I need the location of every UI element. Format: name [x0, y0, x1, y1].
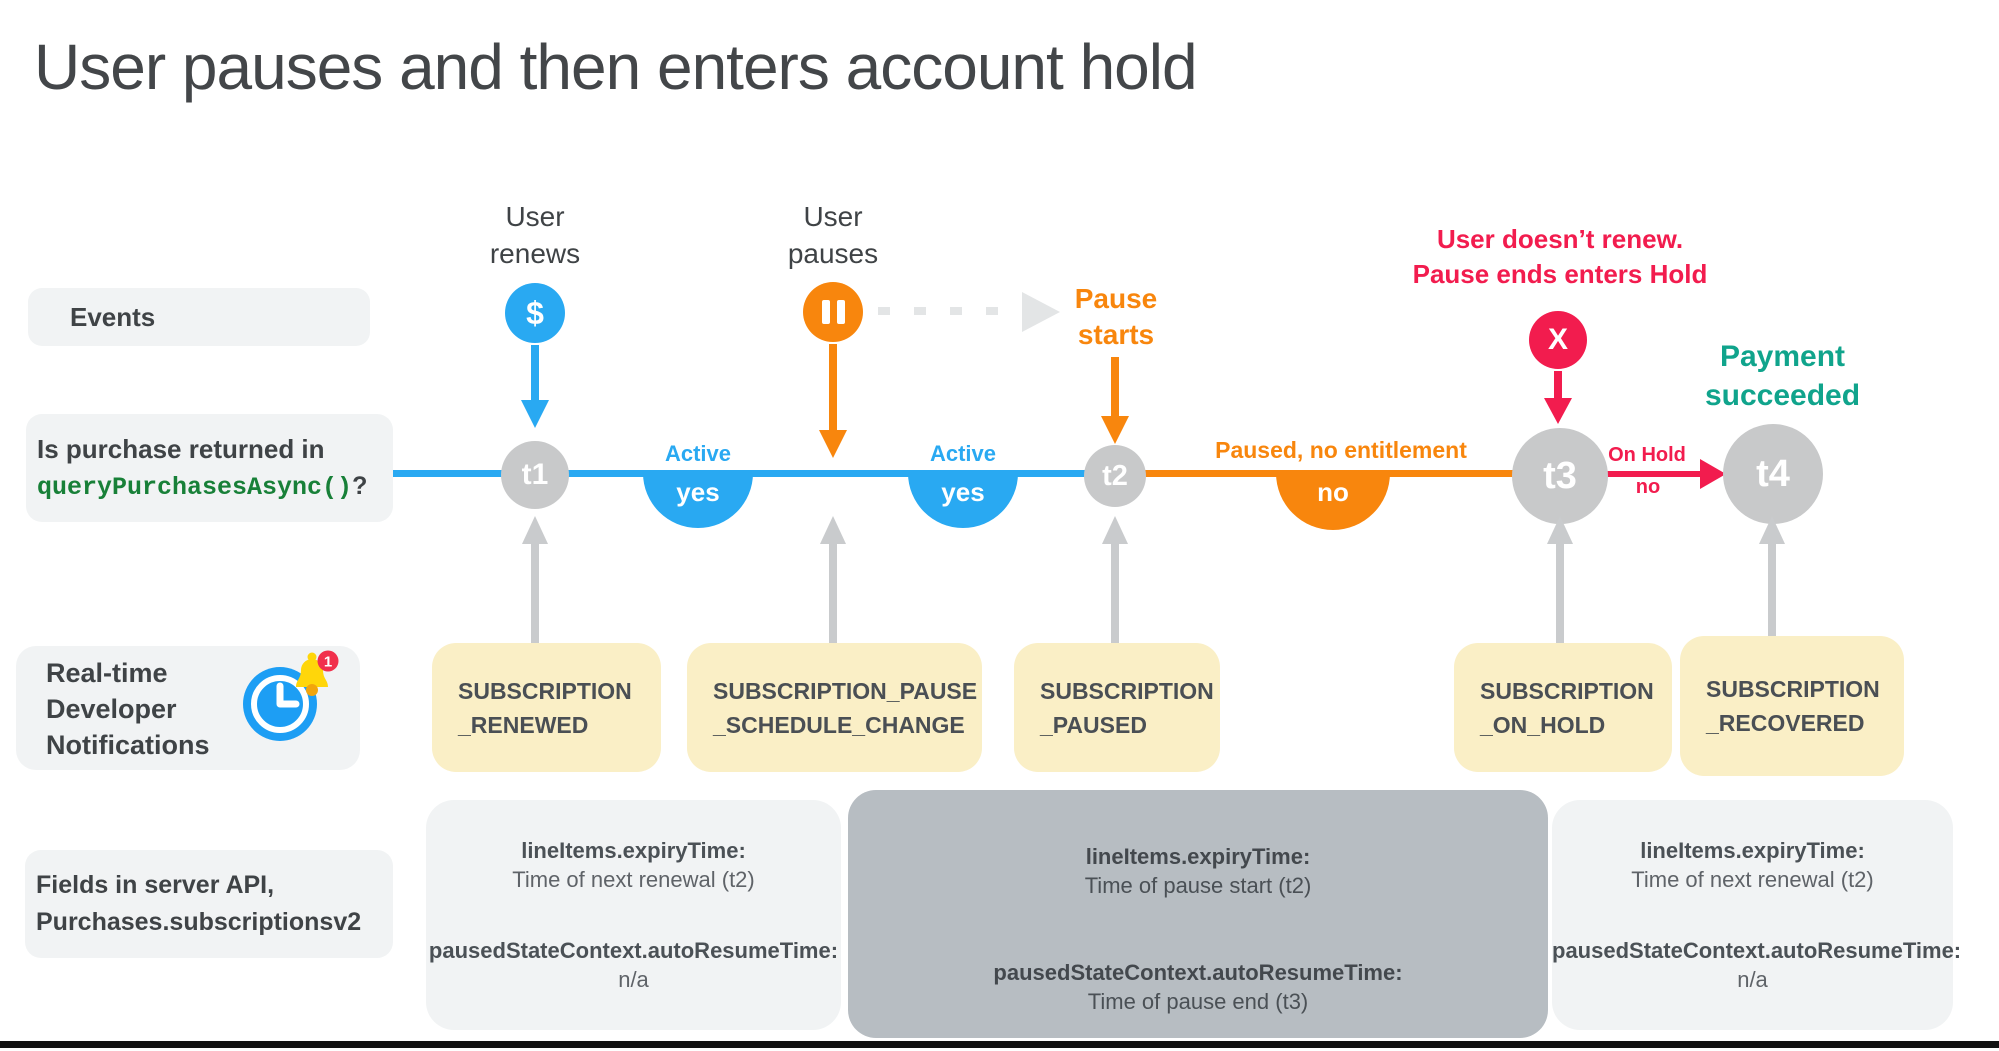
- status-onhold-no: no: [1635, 476, 1661, 498]
- timeline-node-t3: t3: [1512, 428, 1608, 524]
- field-value: n/a: [618, 967, 649, 992]
- status-paused: Paused, no entitlement: [1215, 437, 1467, 463]
- fields-label-line2: Purchases.subscriptionsv2: [36, 908, 362, 936]
- rtdn-label-line1: Real-time: [46, 658, 168, 688]
- pause-starts-arrow-shaft: [1111, 357, 1119, 416]
- rtdn-box-paused: SUBSCRIPTION _PAUSED: [1014, 643, 1220, 772]
- field-group: lineItems.expiryTime: Time of pause star…: [848, 842, 1548, 900]
- field-label: pausedStateContext.autoResumeTime:: [1552, 938, 1962, 963]
- field-label: pausedStateContext.autoResumeTime:: [993, 960, 1403, 985]
- query-purchases-code: queryPurchasesAsync(): [37, 473, 353, 502]
- rtdn-box-pause-schedule-change: SUBSCRIPTION_PAUSE _SCHEDULE_CHANGE: [687, 643, 982, 772]
- bottom-border-line: [0, 1041, 1999, 1048]
- rtdn-up-arrow-shaft: [1768, 543, 1776, 648]
- api-fields-box-recovered: lineItems.expiryTime: Time of next renew…: [1552, 800, 1962, 1030]
- rtdn-label-line3: Notifications: [46, 730, 210, 760]
- renew-arrow-shaft: [531, 345, 539, 400]
- field-value: Time of next renewal (t2): [1631, 867, 1874, 892]
- rtdn-label: Real-time Developer Notifications: [46, 655, 210, 763]
- dollar-icon: $: [505, 283, 565, 343]
- api-fields-box-paused: lineItems.expiryTime: Time of pause star…: [848, 790, 1548, 1038]
- purchase-question-line2: queryPurchasesAsync()?: [37, 472, 367, 502]
- rtdn-label-line2: Developer: [46, 694, 177, 724]
- hold-arrow-icon: [1544, 398, 1572, 424]
- field-value: Time of pause end (t3): [1087, 989, 1309, 1014]
- rtdn-up-arrow-shaft: [829, 543, 837, 648]
- field-value: Time of pause start (t2): [1084, 873, 1312, 898]
- rtdn-up-arrow-icon: [1759, 516, 1785, 544]
- timeline-segment-onhold: [1588, 471, 1700, 477]
- status-yes-2: yes: [908, 473, 1018, 528]
- pause-starts-arrow-icon: [1101, 416, 1129, 444]
- rtdn-up-arrow-shaft: [1111, 543, 1119, 648]
- hold-arrow-shaft: [1554, 371, 1562, 398]
- rtdn-up-arrow-shaft: [1556, 543, 1564, 648]
- field-label: lineItems.expiryTime:: [1640, 838, 1865, 863]
- timeline-node-t2: t2: [1084, 445, 1146, 507]
- purchase-question-line1: Is purchase returned in: [37, 434, 325, 464]
- payment-succeeded-label: Payment succeeded: [1704, 340, 1861, 412]
- status-active-1: Active: [664, 441, 732, 466]
- timeline-node-t4: t4: [1723, 424, 1823, 524]
- rtdn-box-renewed: SUBSCRIPTION _RENEWED: [432, 643, 661, 772]
- pause-icon: [803, 282, 863, 342]
- timeline-segment-active: [393, 470, 1115, 477]
- notification-badge: 1: [317, 650, 339, 672]
- rtdn-clock-icon: 1: [243, 650, 339, 741]
- rtdn-up-arrow-icon: [1102, 516, 1128, 544]
- status-onhold: On Hold: [1608, 444, 1686, 466]
- onhold-arrow-icon: [1700, 459, 1726, 489]
- field-group: pausedStateContext.autoResumeTime: Time …: [848, 958, 1548, 1016]
- events-label: Events: [70, 301, 156, 332]
- user-renews-label: User renews: [489, 201, 581, 269]
- pause-starts-label: Pause starts: [1074, 283, 1158, 350]
- rtdn-box-on-hold: SUBSCRIPTION _ON_HOLD: [1454, 643, 1672, 772]
- rtdn-up-arrow-shaft: [531, 543, 539, 648]
- field-label: pausedStateContext.autoResumeTime:: [428, 938, 839, 963]
- rtdn-up-arrow-icon: [1547, 516, 1573, 544]
- field-value: n/a: [1737, 967, 1768, 992]
- no-renew-label: User doesn’t renew. Pause ends enters Ho…: [1412, 224, 1708, 289]
- rtdn-up-arrow-icon: [522, 516, 548, 544]
- purchase-question-box: Is purchase returned in queryPurchasesAs…: [26, 414, 393, 522]
- pause-arrow-icon: [819, 430, 847, 458]
- api-fields-box-renewed: lineItems.expiryTime: Time of next renew…: [426, 800, 841, 1030]
- status-no: no: [1276, 473, 1390, 530]
- field-group: pausedStateContext.autoResumeTime: n/a: [1552, 936, 1962, 994]
- pause-delay-arrow-icon: [1022, 292, 1060, 332]
- pause-arrow-shaft: [829, 344, 837, 430]
- fields-label-line1: Fields in server API,: [36, 871, 275, 899]
- rtdn-box-recovered: SUBSCRIPTION _RECOVERED: [1680, 636, 1904, 776]
- field-group: lineItems.expiryTime: Time of next renew…: [426, 836, 841, 894]
- pause-delay-dotted-line: [878, 307, 1016, 315]
- field-label: lineItems.expiryTime:: [1085, 844, 1311, 869]
- user-pauses-label: User pauses: [787, 201, 879, 269]
- field-group: lineItems.expiryTime: Time of next renew…: [1552, 836, 1953, 894]
- events-label-box: Events: [28, 288, 370, 346]
- field-value: Time of next renewal (t2): [512, 867, 755, 892]
- page-title: User pauses and then enters account hold: [34, 31, 1198, 103]
- fields-label: Fields in server API, Purchases.subscrip…: [36, 867, 361, 941]
- field-label: lineItems.expiryTime:: [521, 838, 746, 863]
- field-group: pausedStateContext.autoResumeTime: n/a: [426, 936, 841, 994]
- fields-label-box: Fields in server API, Purchases.subscrip…: [25, 850, 393, 958]
- status-active-2: Active: [929, 441, 997, 466]
- timeline-node-t1: t1: [501, 441, 569, 509]
- rtdn-up-arrow-icon: [820, 516, 846, 544]
- svg-text:1: 1: [324, 654, 332, 671]
- x-icon: X: [1529, 311, 1587, 369]
- renew-arrow-icon: [521, 400, 549, 428]
- purchase-question-suffix: ?: [352, 472, 368, 500]
- status-yes-1: yes: [643, 473, 753, 528]
